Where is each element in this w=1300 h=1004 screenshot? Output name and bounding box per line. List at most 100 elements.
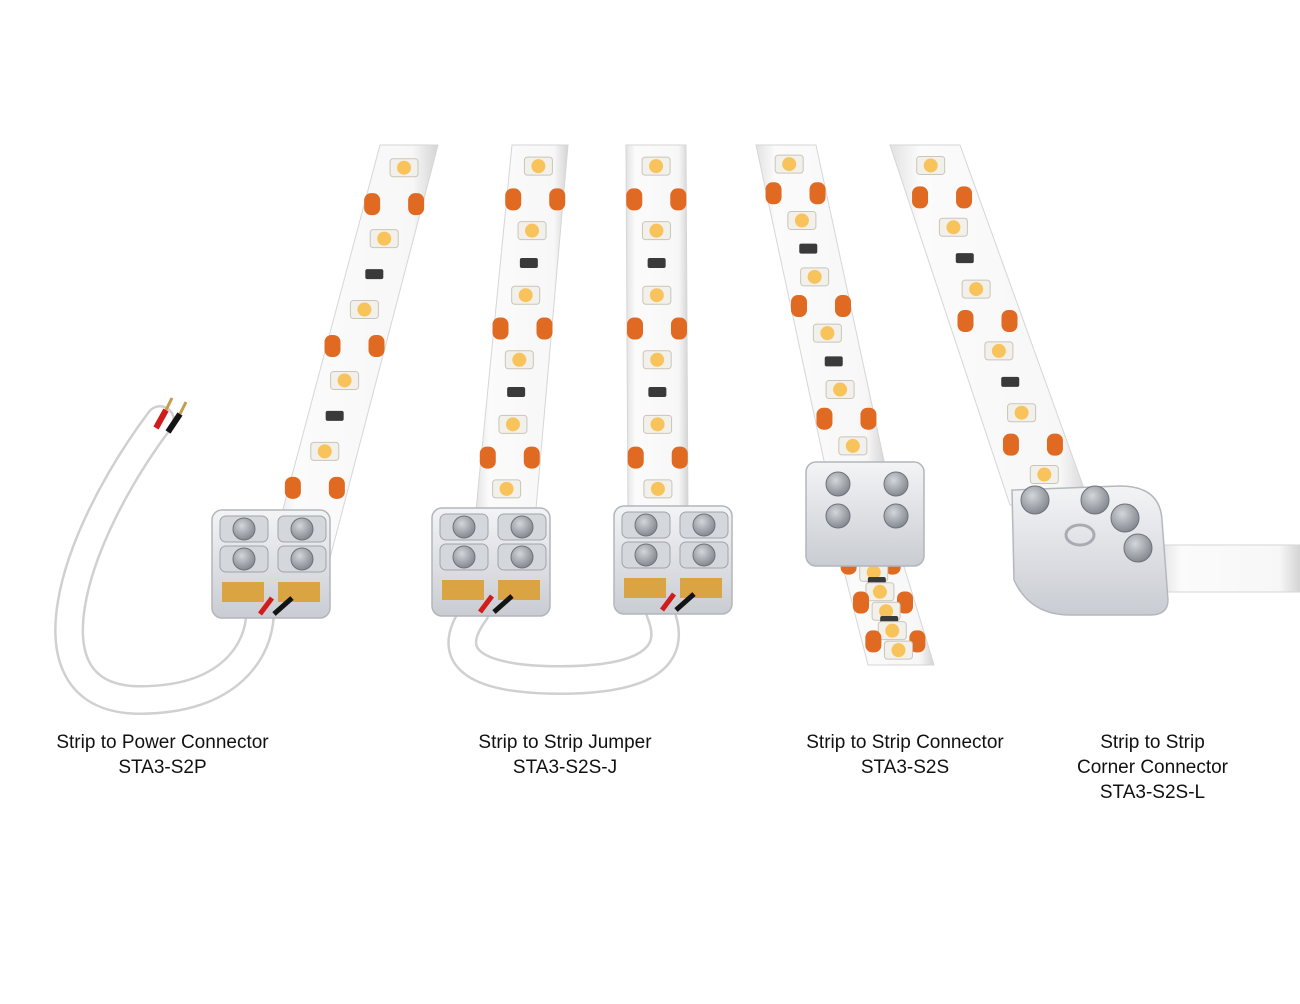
strip-to-strip-connector (805, 461, 925, 567)
screw-icon (692, 543, 716, 567)
solder-pad (765, 182, 782, 205)
resistor (1001, 376, 1020, 387)
led-phosphor (969, 282, 984, 297)
resistor (955, 253, 974, 264)
led-phosphor (649, 159, 664, 174)
led-phosphor (518, 288, 533, 303)
led-phosphor (1014, 405, 1029, 420)
screw-icon (290, 547, 314, 571)
solder-pad (816, 407, 833, 430)
screw-icon (232, 547, 256, 571)
solder-pad (865, 630, 882, 653)
solder-pad (671, 446, 688, 469)
solder-pad (671, 317, 687, 340)
solder-pad (670, 188, 687, 211)
caption-title-line-1: Strip to Strip (1100, 732, 1205, 753)
jumper-cable (447, 597, 680, 696)
led-chips (284, 154, 1063, 660)
led-phosphor (357, 302, 372, 317)
solder-pad (956, 186, 973, 209)
led-phosphor (531, 159, 546, 174)
led-phosphor (649, 288, 664, 303)
caption-model: STA3-S2S-L (1099, 782, 1206, 803)
led-phosphor (833, 382, 848, 397)
solder-pad (368, 335, 385, 357)
led-phosphor (397, 160, 412, 175)
solder-pad (909, 630, 926, 653)
connectors (211, 461, 925, 619)
caption-title: Strip to Strip Jumper (478, 732, 652, 753)
caption-corner-connector: Strip to Strip Corner Connector STA3-S2S… (1045, 730, 1260, 805)
led-phosphor (879, 604, 894, 619)
caption-title-line-2: Corner Connector (1076, 757, 1229, 778)
caption-title: Strip to Strip Connector (806, 732, 1004, 753)
resistor (325, 410, 344, 421)
solder-pad (957, 310, 974, 332)
led-phosphor (872, 584, 887, 599)
screw-icon (290, 517, 314, 541)
solder-pad (479, 446, 496, 469)
solder-pad (897, 591, 913, 614)
caption-model: STA3-S2P (118, 757, 207, 778)
screw-icon (692, 513, 716, 537)
solder-pad (627, 317, 643, 340)
led-phosphor (512, 352, 527, 367)
resistor (647, 257, 666, 268)
solder-pad (284, 476, 301, 499)
inline-connector (613, 505, 733, 615)
solder-pad (626, 188, 643, 211)
solder-pad (364, 193, 381, 216)
solder-pad (912, 186, 929, 209)
screw-icon (634, 543, 658, 567)
caption-title: Strip to Power Connector (56, 732, 269, 753)
resistor (824, 356, 843, 367)
led-phosphor (807, 269, 822, 284)
led-phosphor (866, 565, 881, 580)
screw-icon (634, 513, 658, 537)
power-cable (54, 397, 275, 716)
corner-connector (1011, 485, 1169, 616)
led-phosphor (650, 352, 665, 367)
solder-pad (324, 335, 341, 357)
led-phosphor (794, 213, 809, 228)
led-phosphor (337, 373, 352, 388)
screw-icon (883, 503, 909, 529)
solder-pad (505, 188, 522, 211)
led-phosphor (317, 444, 332, 459)
solder-pad (627, 446, 644, 469)
screw-icon (883, 471, 909, 497)
solder-pad (835, 295, 851, 317)
led-phosphor (650, 481, 665, 496)
caption-model: STA3-S2S (860, 757, 950, 778)
caption-model: STA3-S2S-J (512, 757, 618, 778)
led-phosphor (782, 157, 797, 172)
caption-strip-to-strip-jumper: Strip to Strip Jumper STA3-S2S-J (440, 730, 690, 780)
screw-icon (452, 515, 476, 539)
solder-pad (1002, 433, 1019, 456)
caption-strip-to-strip-connector: Strip to Strip Connector STA3-S2S (780, 730, 1030, 780)
resistor (648, 387, 667, 398)
led-phosphor (885, 623, 900, 638)
solder-pad (1046, 433, 1063, 456)
solder-pad (523, 446, 540, 469)
solder-pad (860, 407, 877, 430)
resistor (365, 269, 384, 280)
solder-pad (492, 317, 509, 340)
led-phosphor (505, 417, 520, 432)
led-phosphor (946, 220, 961, 235)
solder-pad (408, 193, 425, 216)
led-phosphor (377, 231, 392, 246)
led-phosphor (649, 223, 664, 238)
solder-pad (328, 476, 345, 499)
screw-icon (510, 515, 534, 539)
led-phosphor (1037, 467, 1052, 482)
led-phosphor (499, 481, 514, 496)
led-phosphor (845, 438, 860, 453)
resistor (507, 387, 526, 398)
led-phosphor (891, 643, 906, 658)
led-phosphor (923, 158, 938, 173)
solder-pad (853, 591, 869, 614)
caption-strip-to-power: Strip to Power Connector STA3-S2P (30, 730, 295, 780)
screw-icon (510, 545, 534, 569)
